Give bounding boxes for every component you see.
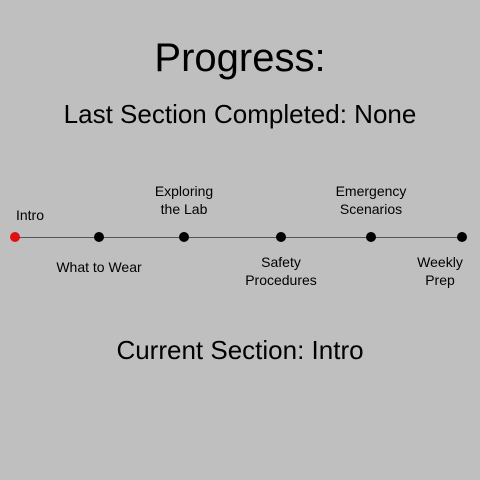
timeline-node-exploring-the-lab[interactable] bbox=[179, 232, 189, 242]
timeline-label-emergency-scenarios: Emergency Scenarios bbox=[335, 183, 407, 217]
timeline-label-weekly-prep: Weekly Prep bbox=[417, 254, 463, 288]
timeline-node-emergency-scenarios[interactable] bbox=[366, 232, 376, 242]
last-section-completed: Last Section Completed: None bbox=[0, 98, 480, 130]
page-title: Progress: bbox=[154, 36, 326, 80]
timeline-label-safety-procedures: Safety Procedures bbox=[245, 254, 317, 288]
timeline-node-safety-procedures[interactable] bbox=[276, 232, 286, 242]
timeline-track bbox=[15, 237, 462, 238]
timeline-node-intro[interactable] bbox=[10, 232, 20, 242]
current-section-value: Intro bbox=[311, 335, 364, 365]
timeline-node-weekly-prep[interactable] bbox=[457, 232, 467, 242]
last-section-completed-value: None bbox=[354, 99, 417, 129]
timeline-label-what-to-wear: What to Wear bbox=[56, 259, 142, 275]
current-section-label: Current Section: bbox=[116, 335, 312, 365]
timeline-label-intro: Intro bbox=[15, 207, 44, 223]
timeline-label-exploring-the-lab: Exploring the Lab bbox=[154, 183, 214, 217]
last-section-completed-label: Last Section Completed: bbox=[63, 99, 355, 129]
current-section: Current Section: Intro bbox=[0, 334, 480, 366]
timeline-node-what-to-wear[interactable] bbox=[94, 232, 104, 242]
